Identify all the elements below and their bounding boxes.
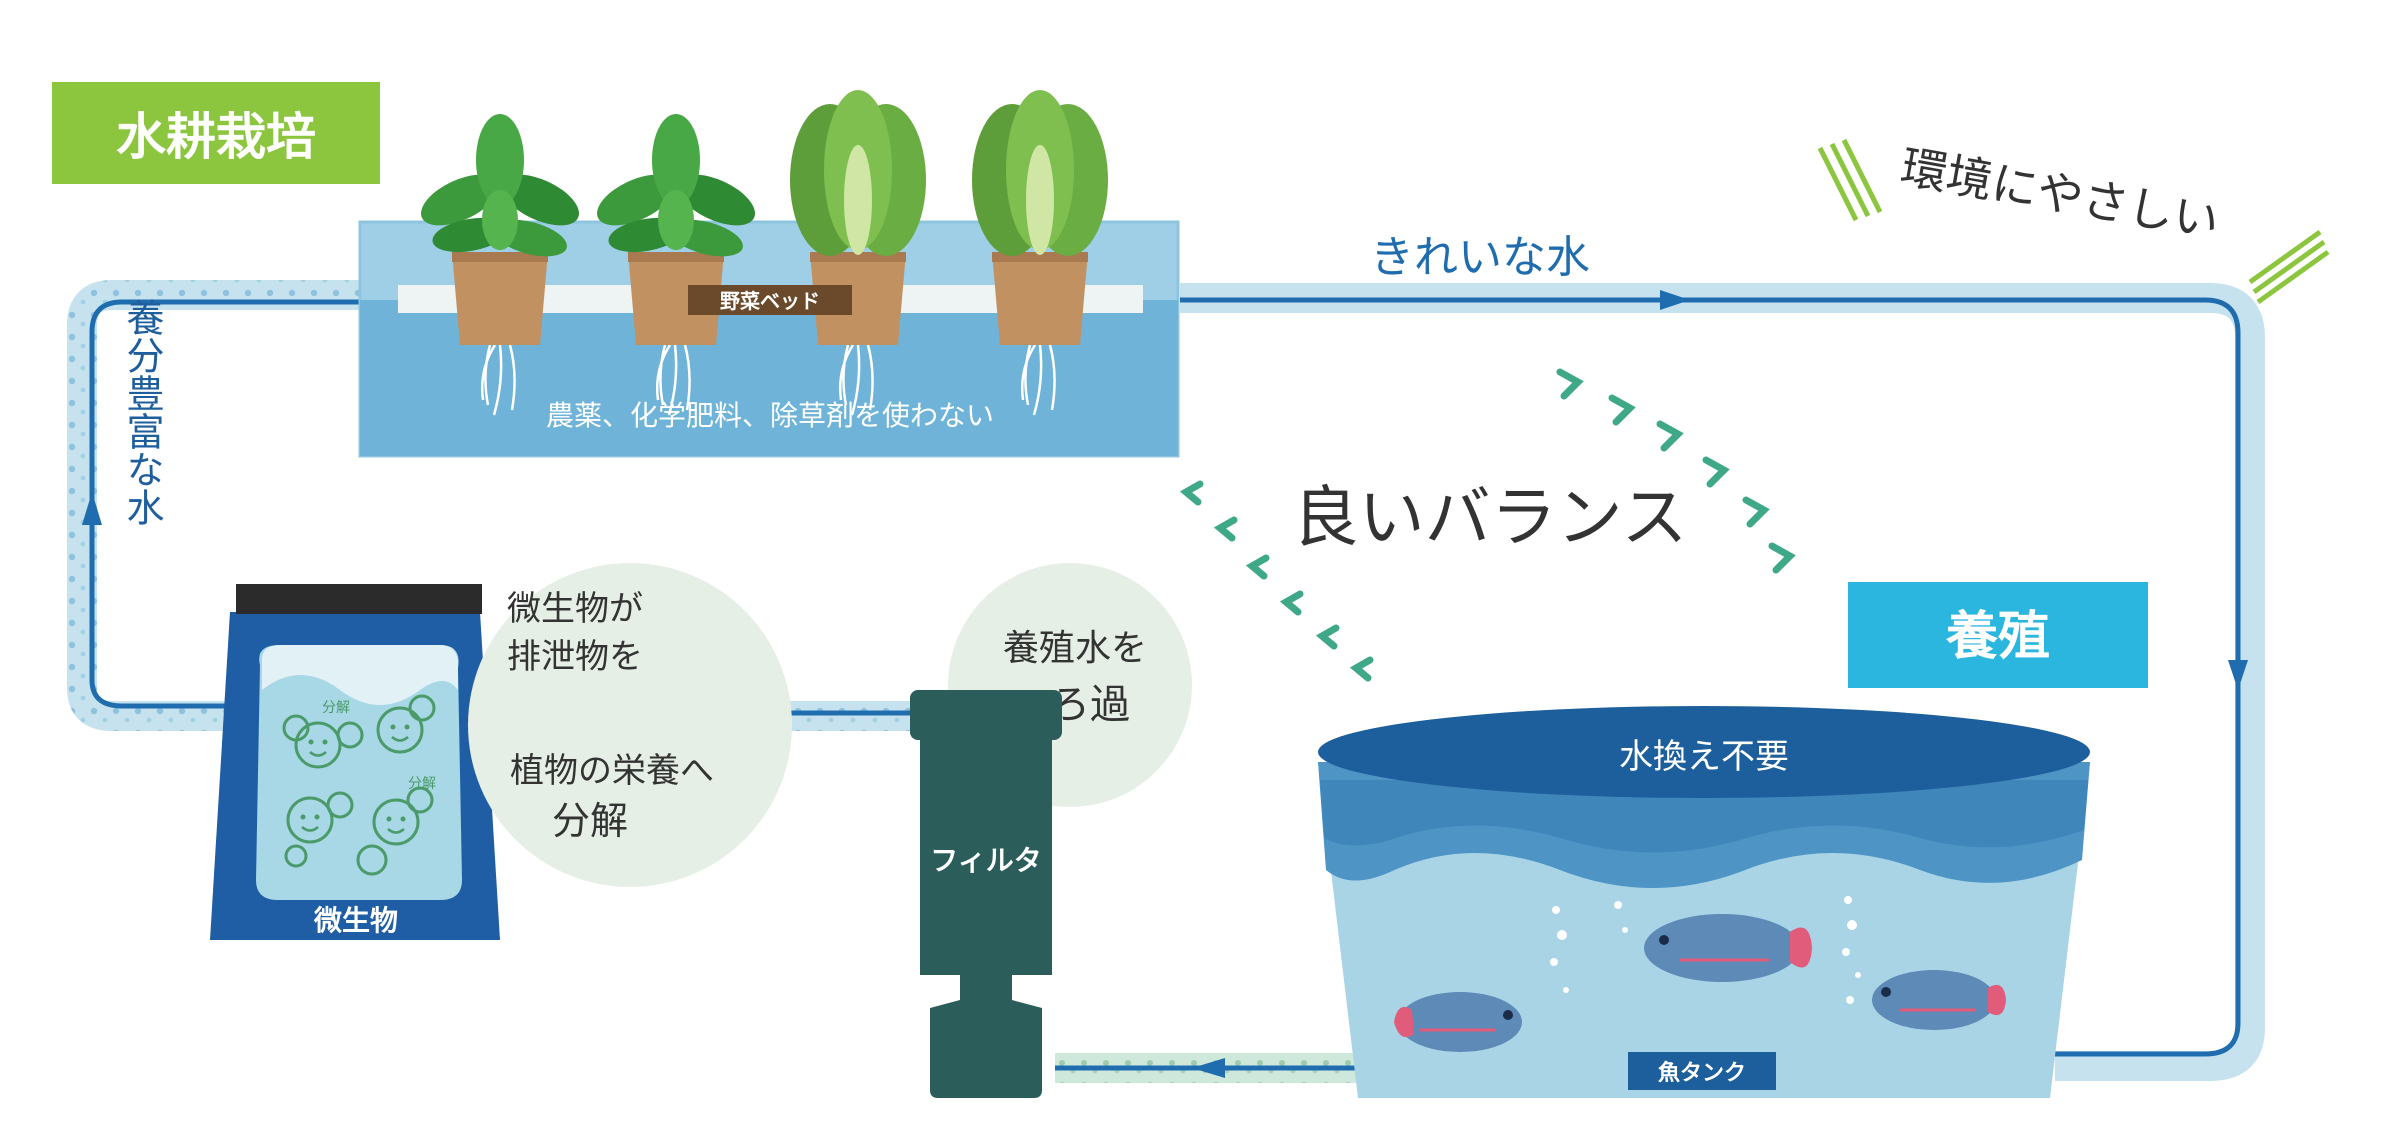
roots <box>481 344 1056 416</box>
basil-plant-icon <box>597 114 755 257</box>
filter-unit: フィルタ <box>910 690 1062 1098</box>
svg-text:養殖: 養殖 <box>1946 607 2050 667</box>
vegetable-bed: 野菜ベッド 農薬、化学肥料、除草剤を使わない <box>358 90 1180 458</box>
fish-icon <box>1394 992 1522 1052</box>
aquaculture-label: 養殖 <box>1848 582 2148 688</box>
svg-text:ろ過: ろ過 <box>1050 682 1130 728</box>
svg-text:排泄物を: 排泄物を <box>507 637 643 677</box>
pots <box>452 252 1088 345</box>
no-chemicals-text: 農薬、化学肥料、除草剤を使わない <box>546 399 994 432</box>
svg-text:植物の栄養へ: 植物の栄養へ <box>510 751 714 791</box>
svg-text:養殖水を: 養殖水を <box>1003 628 1147 669</box>
veg-bed-label: 野菜ベッド <box>720 289 820 313</box>
svg-text:分解: 分解 <box>552 799 628 843</box>
svg-text:環境にやさしい: 環境にやさしい <box>1897 139 2223 248</box>
microbe-container: 分解 分解 微生物 <box>210 584 500 940</box>
arrow-down-icon <box>2228 660 2248 690</box>
no-water-change-label: 水換え不要 <box>1619 737 1789 777</box>
fish-tank-label: 魚タンク <box>1658 1060 1746 1086</box>
microbe-info-bubble: 微生物が 排泄物を 植物の栄養へ 分解 <box>468 563 792 887</box>
hydroponics-label: 水耕栽培 <box>52 82 380 184</box>
svg-text:水耕栽培: 水耕栽培 <box>116 108 316 166</box>
bubbles-icon <box>1550 896 1861 1004</box>
container-lid <box>236 584 482 614</box>
accent-stripes-icon <box>1817 138 2330 305</box>
fish-icon <box>1644 914 1812 982</box>
eco-friendly-label: 環境にやさしい <box>1897 139 2223 248</box>
arrow-up-icon <box>82 492 102 525</box>
microbe-icon <box>282 694 436 876</box>
svg-text:微生物が: 微生物が <box>507 589 643 629</box>
lettuce-plant-icon <box>972 90 1108 256</box>
arrow-right-icon <box>1660 290 1690 310</box>
decompose-tag: 分解 <box>408 776 436 792</box>
arrow-left-icon <box>1192 1058 1225 1078</box>
fish-icon <box>1872 970 2006 1030</box>
basil-plant-icon <box>421 114 579 257</box>
lettuce-plant-icon <box>790 90 926 256</box>
decompose-tag: 分解 <box>322 700 350 716</box>
good-balance-label: 良いバランス <box>1293 479 1688 556</box>
balance-chevrons-icon <box>1179 368 1796 682</box>
microbes-label: 微生物 <box>313 904 398 937</box>
fish-tank: 水換え不要 魚タンク <box>1318 706 2090 1098</box>
clean-water-label: きれいな水 <box>1370 232 1590 283</box>
nutrient-water-label: 養分豊富な水 <box>120 298 164 526</box>
filter-label: フィルタ <box>930 844 1041 877</box>
